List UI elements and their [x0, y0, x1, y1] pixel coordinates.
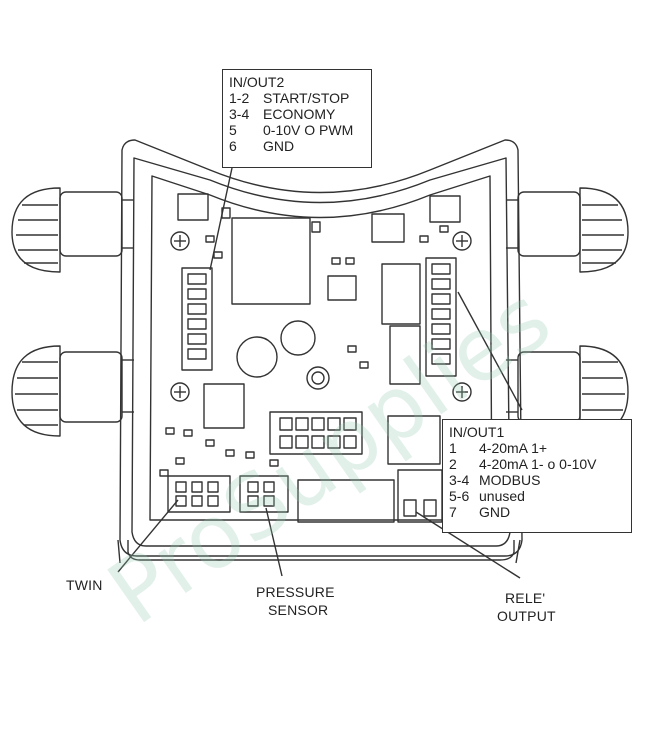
- io2-pin: 3-4: [229, 106, 250, 122]
- terminal-block-io1: [425, 257, 457, 377]
- ic-small-8: [387, 415, 441, 465]
- enclosure-outline: [119, 139, 523, 557]
- mount-screw-top-left: [170, 231, 190, 251]
- io2-row: 5 0-10V O PWM: [229, 122, 365, 138]
- io1-desc: 4-20mA 1+: [479, 440, 548, 456]
- io1-row: 3-4 MODBUS: [449, 472, 625, 488]
- io1-row: 1 4-20mA 1+: [449, 440, 625, 456]
- io1-row: 2 4-20mA 1- o 0-10V: [449, 456, 625, 472]
- ic-small-7: [203, 383, 245, 429]
- pressure-sensor-connector: [239, 475, 289, 513]
- center-connector: [269, 411, 363, 455]
- io1-pin: 2: [449, 456, 457, 472]
- cable-gland-right-top: [506, 187, 629, 273]
- io1-pin: 5-6: [449, 488, 470, 504]
- io2-pin: 6: [229, 138, 237, 154]
- ic-small-1: [327, 275, 357, 301]
- main-ic: [231, 217, 311, 305]
- pressure-sensor-label-line2: SENSOR: [268, 602, 329, 618]
- leader-io1: [457, 291, 523, 411]
- ic-small-6: [177, 193, 209, 221]
- io2-desc: ECONOMY: [263, 106, 336, 122]
- io2-pin: 5: [229, 122, 237, 138]
- io2-pin: 1-2: [229, 90, 250, 106]
- ic-small-4: [371, 213, 405, 243]
- ic-small-3: [389, 325, 421, 385]
- rele-output-label-line1: RELE': [505, 590, 546, 606]
- io2-row: 1-2 START/STOP: [229, 90, 365, 106]
- io1-legend-box: IN/OUT1 1 4-20mA 1+ 2 4-20mA 1- o 0-10V 3-…: [442, 419, 632, 533]
- io2-title: IN/OUT2: [229, 74, 285, 90]
- io1-desc: MODBUS: [479, 472, 541, 488]
- pressure-sensor-label-line1: PRESSURE: [256, 584, 335, 600]
- mount-screw-bottom-right: [452, 382, 472, 402]
- io2-desc: START/STOP: [263, 90, 350, 106]
- pcb-board: [149, 175, 493, 521]
- cable-gland-right-bottom: [506, 345, 629, 437]
- rele-output-label-line2: OUTPUT: [497, 608, 556, 624]
- leader-pressure: [265, 507, 283, 577]
- leader-io2: [209, 167, 233, 271]
- ic-small-2: [381, 263, 421, 325]
- io1-pin: 7: [449, 504, 457, 520]
- twin-label: TWIN: [66, 577, 103, 593]
- capacitor-1: [280, 320, 316, 356]
- io1-pin: 1: [449, 440, 457, 456]
- io1-desc: unused: [479, 488, 525, 504]
- io2-desc: 0-10V O PWM: [263, 122, 354, 138]
- leader-twin: [117, 499, 179, 573]
- ic-small-5: [429, 195, 461, 223]
- twin-connector: [167, 475, 231, 513]
- io1-title: IN/OUT1: [449, 424, 505, 440]
- cable-gland-left-bottom: [11, 345, 134, 437]
- cable-gland-left-top: [11, 187, 134, 273]
- leader-rele: [415, 511, 521, 579]
- io2-row: 6 GND: [229, 138, 365, 154]
- trimmer: [306, 366, 330, 390]
- terminal-block-io2: [181, 267, 213, 371]
- enclosure-bottom-lip: [127, 540, 515, 561]
- io2-desc: GND: [263, 138, 295, 154]
- relay-block: [297, 479, 395, 523]
- mount-screw-top-right: [452, 231, 472, 251]
- io1-desc: 4-20mA 1- o 0-10V: [479, 456, 597, 472]
- capacitor-2: [236, 336, 278, 378]
- io1-pin: 3-4: [449, 472, 470, 488]
- mount-screw-bottom-left: [170, 382, 190, 402]
- io2-legend-box: IN/OUT2 1-2 START/STOP 3-4 ECONOMY 5 0-10V …: [222, 69, 372, 168]
- io1-row: 7 GND: [449, 504, 625, 520]
- io1-row: 5-6 unused: [449, 488, 625, 504]
- io1-desc: GND: [479, 504, 511, 520]
- io2-row: 3-4 ECONOMY: [229, 106, 365, 122]
